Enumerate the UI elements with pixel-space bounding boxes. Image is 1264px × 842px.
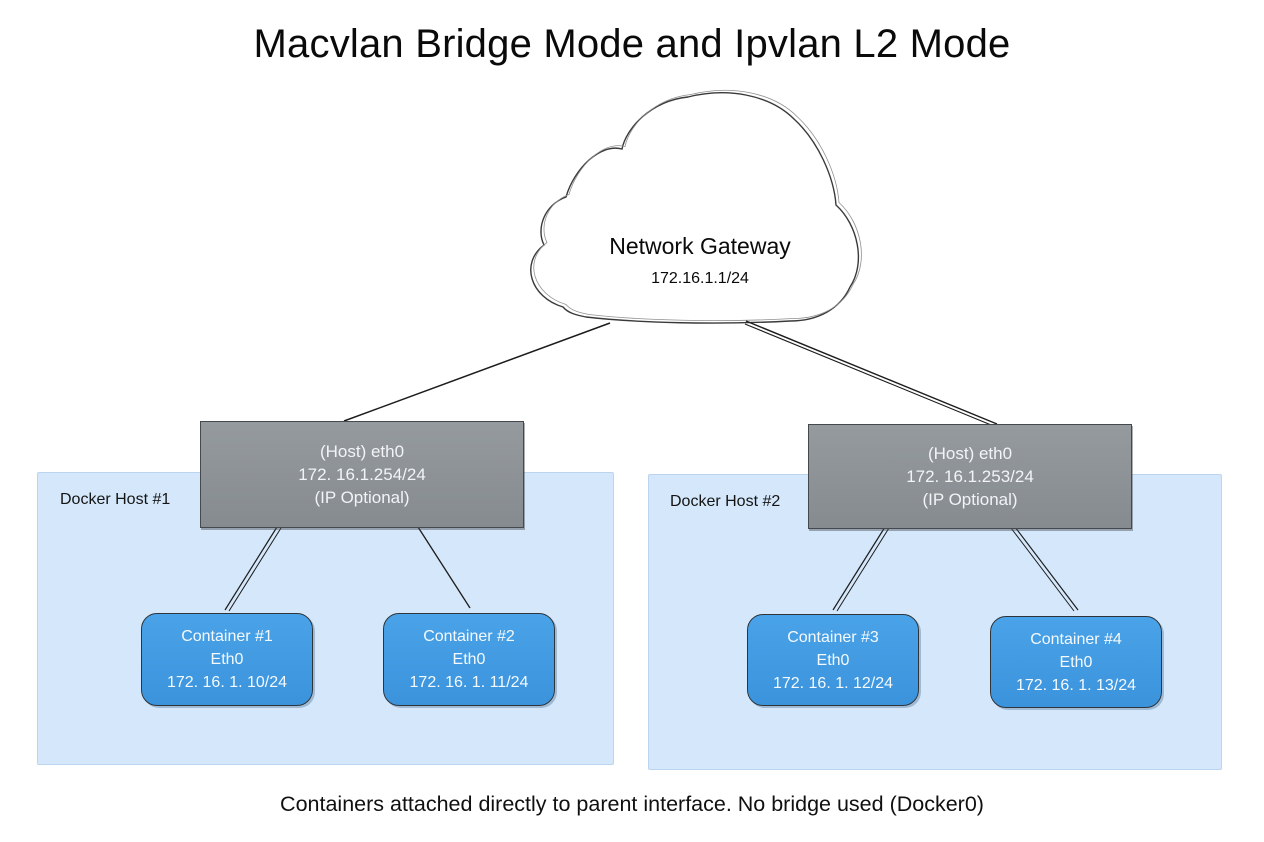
host2-eth0-box: (Host) eth0 172. 16.1.253/24 (IP Optiona…: [808, 424, 1132, 529]
container4-ip: 172. 16. 1. 13/24: [1015, 676, 1137, 694]
container4-box: Container #4 Eth0 172. 16. 1. 13/24: [990, 616, 1162, 708]
host1-eth0-ip: 172. 16.1.254/24: [298, 465, 426, 484]
diagram-title: Macvlan Bridge Mode and Ipvlan L2 Mode: [253, 22, 1011, 66]
link-host1-container1-echo: [228, 527, 282, 612]
gateway-ip: 172.16.1.1/24: [651, 270, 749, 287]
container4-name: Container #4: [1030, 630, 1122, 648]
link-host1-container2: [417, 526, 471, 609]
link-host1-container1: [224, 526, 278, 611]
container2-name: Container #2: [423, 628, 515, 645]
container4-iface: Eth0: [1059, 653, 1093, 671]
diagram-caption: Containers attached directly to parent i…: [280, 792, 984, 816]
container3-ip: 172. 16. 1. 12/24: [772, 674, 894, 692]
link-cloud-host2: [745, 320, 998, 425]
host1-eth0-box: (Host) eth0 172. 16.1.254/24 (IP Optiona…: [200, 421, 524, 528]
container2-iface: Eth0: [452, 651, 486, 668]
host1-eth0-line1: (Host) eth0: [319, 442, 405, 461]
cloud-shape-sketch-echo: [533, 89, 862, 321]
container2-box: Container #2 Eth0 172. 16. 1. 11/24: [383, 613, 555, 706]
container1-box: Container #1 Eth0 172. 16. 1. 10/24: [141, 613, 313, 706]
host1-eth0-note: (IP Optional): [314, 488, 410, 507]
link-host2-container4-echo: [1010, 527, 1075, 612]
container3-iface: Eth0: [816, 651, 850, 669]
docker-host1-label: Docker Host #1: [60, 491, 171, 508]
container2-ip: 172. 16. 1. 11/24: [409, 674, 529, 691]
network-gateway-cloud: [530, 89, 862, 324]
container1-name: Container #1: [181, 628, 273, 645]
container3-box: Container #3 Eth0 172. 16. 1. 12/24: [747, 614, 919, 706]
link-host2-container3: [832, 526, 886, 611]
container3-name: Container #3: [787, 628, 879, 646]
link-host2-container4: [1014, 526, 1079, 611]
host2-eth0-ip: 172. 16.1.253/24: [906, 467, 1034, 486]
docker-host2-label: Docker Host #2: [670, 493, 781, 510]
host2-eth0-line1: (Host) eth0: [927, 444, 1013, 463]
link-cloud-host2-echo: [744, 323, 997, 428]
link-host2-container3-echo: [836, 527, 890, 612]
link-cloud-host1: [343, 322, 611, 422]
container1-iface: Eth0: [210, 651, 244, 668]
container1-ip: 172. 16. 1. 10/24: [166, 674, 288, 691]
gateway-label: Network Gateway: [609, 233, 791, 259]
host2-eth0-note: (IP Optional): [922, 490, 1018, 509]
